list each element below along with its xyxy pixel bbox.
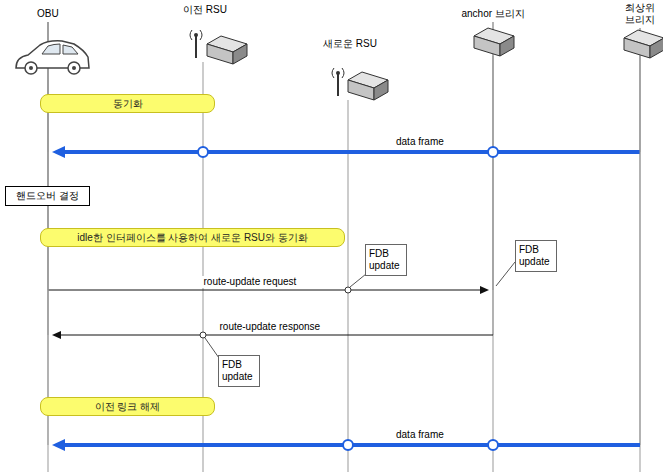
message-arrow xyxy=(48,22,493,294)
phase-band: idle한 인터페이스를 사용하여 새로운 RSU와 동기화 xyxy=(40,228,345,247)
entity-label: 이전 RSU xyxy=(182,4,228,16)
node-text: anchor 브리지 xyxy=(462,8,525,20)
rsu-device-icon xyxy=(348,72,388,100)
phase-band: 이전 링크 해제 xyxy=(40,397,215,416)
leader-line xyxy=(350,274,366,287)
leader-line xyxy=(205,338,219,358)
node-text: 핸드오버 결정 xyxy=(10,190,85,202)
arrowhead xyxy=(52,439,65,451)
node-text: FDB update xyxy=(222,359,256,383)
node-text: FDB update xyxy=(369,248,403,272)
lifeline xyxy=(348,100,349,472)
node-text: 동기화 xyxy=(113,98,143,110)
fdb-note: FDB update xyxy=(365,244,407,276)
relay-point xyxy=(200,332,206,338)
rsu-device-icon xyxy=(207,36,247,64)
entity-label: 최상위 브리지 xyxy=(620,2,660,26)
relay-point xyxy=(345,287,351,293)
message-label: data frame xyxy=(394,429,446,441)
message-arrow xyxy=(48,22,640,158)
message-arrow xyxy=(48,22,493,339)
message-label: route-update request xyxy=(202,276,299,288)
relay-point xyxy=(488,147,498,157)
entity-label: OBU xyxy=(36,8,60,20)
entity-label: anchor 브리지 xyxy=(461,8,526,20)
node-text: 새로운 RSU xyxy=(323,38,377,50)
relay-point xyxy=(343,440,353,450)
bridge-device-icon xyxy=(624,30,663,58)
fdb-note: FDB update xyxy=(218,355,260,387)
node-text: 최상위 브리지 xyxy=(621,2,659,26)
relay-point xyxy=(488,440,498,450)
node-text: 이전 링크 해제 xyxy=(95,401,161,413)
node-text: 이전 RSU xyxy=(183,4,227,16)
leader-line xyxy=(496,262,515,286)
arrowhead xyxy=(52,331,61,339)
message-label: route-update response xyxy=(218,321,323,333)
decision-box: 핸드오버 결정 xyxy=(5,186,90,206)
car-icon xyxy=(16,41,89,74)
node-text: idle한 인터페이스를 사용하여 새로운 RSU와 동기화 xyxy=(77,232,308,244)
antenna-icon xyxy=(190,30,202,58)
arrowhead xyxy=(480,286,489,294)
antenna-icon xyxy=(332,68,344,96)
node-text: FDB update xyxy=(519,244,553,268)
fdb-note: FDB update xyxy=(515,240,557,272)
bridge-device-icon xyxy=(474,28,514,56)
entity-label: 새로운 RSU xyxy=(322,38,378,50)
phase-band: 동기화 xyxy=(40,94,215,113)
relay-point xyxy=(198,147,208,157)
node-text: OBU xyxy=(37,8,59,20)
arrowhead xyxy=(52,146,65,158)
message-label: data frame xyxy=(394,136,446,148)
